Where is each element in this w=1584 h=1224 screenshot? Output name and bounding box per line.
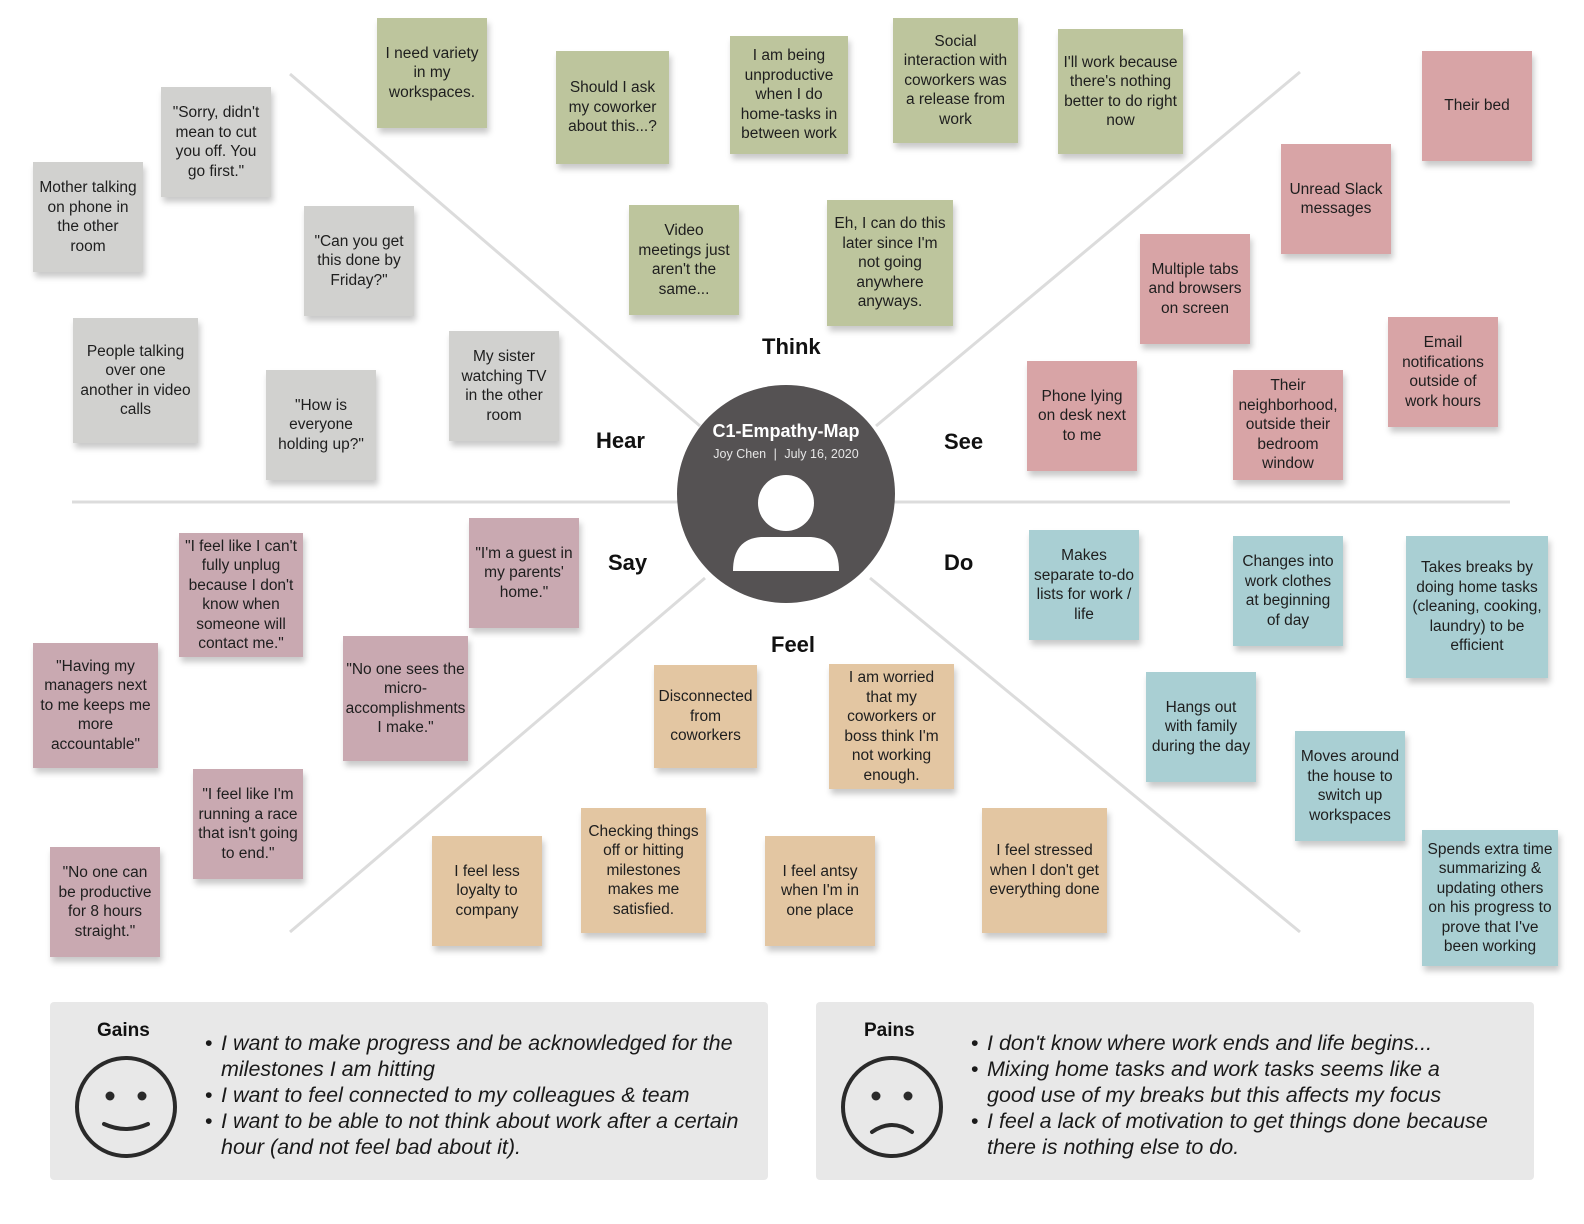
section-label-do: Do — [944, 550, 974, 575]
diagonal-divider-bottom-right — [869, 576, 1301, 934]
sticky-note-think: I'll work because there's nothing better… — [1058, 29, 1183, 154]
section-label-say: Say — [608, 550, 648, 575]
sticky-note-feel: I feel stressed when I don't get everyth… — [982, 808, 1107, 933]
person-avatar-icon — [733, 475, 839, 571]
sticky-note-feel: Disconnected from coworkers — [654, 665, 757, 768]
diagonal-divider-top-right — [875, 70, 1301, 428]
sticky-note-see: Email notifications outside of work hour… — [1388, 317, 1498, 427]
sticky-note-think: I am being unproductive when I do home-t… — [730, 36, 848, 154]
map-author: Joy Chen — [713, 447, 767, 461]
sticky-note-hear: People talking over one another in video… — [73, 318, 198, 443]
sticky-note-see: Unread Slack messages — [1281, 144, 1391, 254]
sticky-note-feel: I am worried that my coworkers or boss t… — [829, 664, 954, 789]
gains-panel: Gains I want to make progress and be ack… — [50, 1002, 768, 1180]
sticky-note-do: Moves around the house to switch up work… — [1295, 731, 1405, 841]
sticky-note-say: "Having my managers next to me keeps me … — [33, 643, 158, 768]
sticky-note-say: "I feel like I can't fully unplug becaus… — [179, 533, 303, 657]
sticky-note-think: Should I ask my coworker about this...? — [556, 51, 669, 164]
sticky-note-do: Spends extra time summarizing & updating… — [1422, 830, 1558, 966]
sticky-note-hear: Mother talking on phone in the other roo… — [33, 162, 143, 272]
smiley-face-icon — [75, 1056, 177, 1158]
sticky-note-see: Multiple tabs and browsers on screen — [1140, 234, 1250, 344]
map-title: C1-Empathy-Map — [712, 421, 860, 441]
sticky-note-think: Social interaction with coworkers was a … — [893, 18, 1018, 143]
pains-item: I don't know where work ends and life be… — [971, 1030, 1491, 1056]
sticky-note-see: Phone lying on desk next to me — [1027, 361, 1137, 471]
pains-item: Mixing home tasks and work tasks seems l… — [971, 1056, 1491, 1108]
sticky-note-hear: "Sorry, didn't mean to cut you off. You … — [161, 87, 271, 197]
gains-item: I want to feel connected to my colleague… — [205, 1082, 750, 1108]
sticky-note-do: Changes into work clothes at beginning o… — [1233, 536, 1343, 646]
sticky-note-say: "I'm a guest in my parents' home." — [469, 518, 579, 628]
pains-list: I don't know where work ends and life be… — [971, 1030, 1491, 1160]
gains-item: I want to make progress and be acknowled… — [205, 1030, 750, 1082]
section-label-feel: Feel — [771, 632, 816, 657]
sticky-note-do: Hangs out with family during the day — [1146, 672, 1256, 782]
gains-item: I want to be able to not think about wor… — [205, 1108, 750, 1160]
diagonal-divider-top-left — [289, 72, 701, 428]
sticky-note-think: I need variety in my workspaces. — [377, 18, 487, 128]
section-label-hear: Hear — [596, 428, 645, 453]
pains-panel: Pains I don't know where work ends and l… — [816, 1002, 1534, 1180]
sticky-note-think: Video meetings just aren't the same... — [629, 205, 739, 315]
pains-title: Pains — [864, 1020, 915, 1041]
sticky-note-say: "No one sees the micro-accomplishments I… — [343, 636, 468, 761]
sticky-note-see: Their bed — [1422, 51, 1532, 161]
persona-circle: C1-Empathy-Map Joy Chen | July 16, 2020 — [677, 385, 895, 603]
sticky-note-say: "No one can be productive for 8 hours st… — [50, 847, 160, 957]
section-label-see: See — [944, 429, 984, 454]
sticky-note-feel: I feel antsy when I'm in one place — [765, 836, 875, 946]
sticky-note-hear: "Can you get this done by Friday?" — [304, 206, 414, 316]
map-subtitle: Joy Chen | July 16, 2020 — [677, 447, 895, 461]
sticky-note-feel: Checking things off or hitting milestone… — [581, 808, 706, 933]
sticky-note-say: "I feel like I'm running a race that isn… — [193, 769, 303, 879]
sticky-note-think: Eh, I can do this later since I'm not go… — [827, 200, 953, 326]
sticky-note-feel: I feel less loyalty to company — [432, 836, 542, 946]
sticky-note-do: Makes separate to-do lists for work / li… — [1029, 530, 1139, 640]
map-date: July 16, 2020 — [784, 447, 859, 461]
section-label-think: Think — [762, 334, 821, 359]
pains-item: I feel a lack of motivation to get thing… — [971, 1108, 1491, 1160]
gains-title: Gains — [97, 1020, 150, 1041]
sticky-note-hear: My sister watching TV in the other room — [449, 331, 559, 441]
map-separator: | — [773, 447, 777, 461]
sticky-note-hear: "How is everyone holding up?" — [266, 370, 376, 480]
sad-face-icon — [841, 1056, 943, 1158]
diagonal-divider-bottom-left — [289, 576, 706, 934]
sticky-note-see: Their neighborhood, outside their bedroo… — [1233, 370, 1343, 480]
sticky-note-do: Takes breaks by doing home tasks (cleani… — [1406, 536, 1548, 678]
gains-list: I want to make progress and be acknowled… — [205, 1030, 750, 1160]
